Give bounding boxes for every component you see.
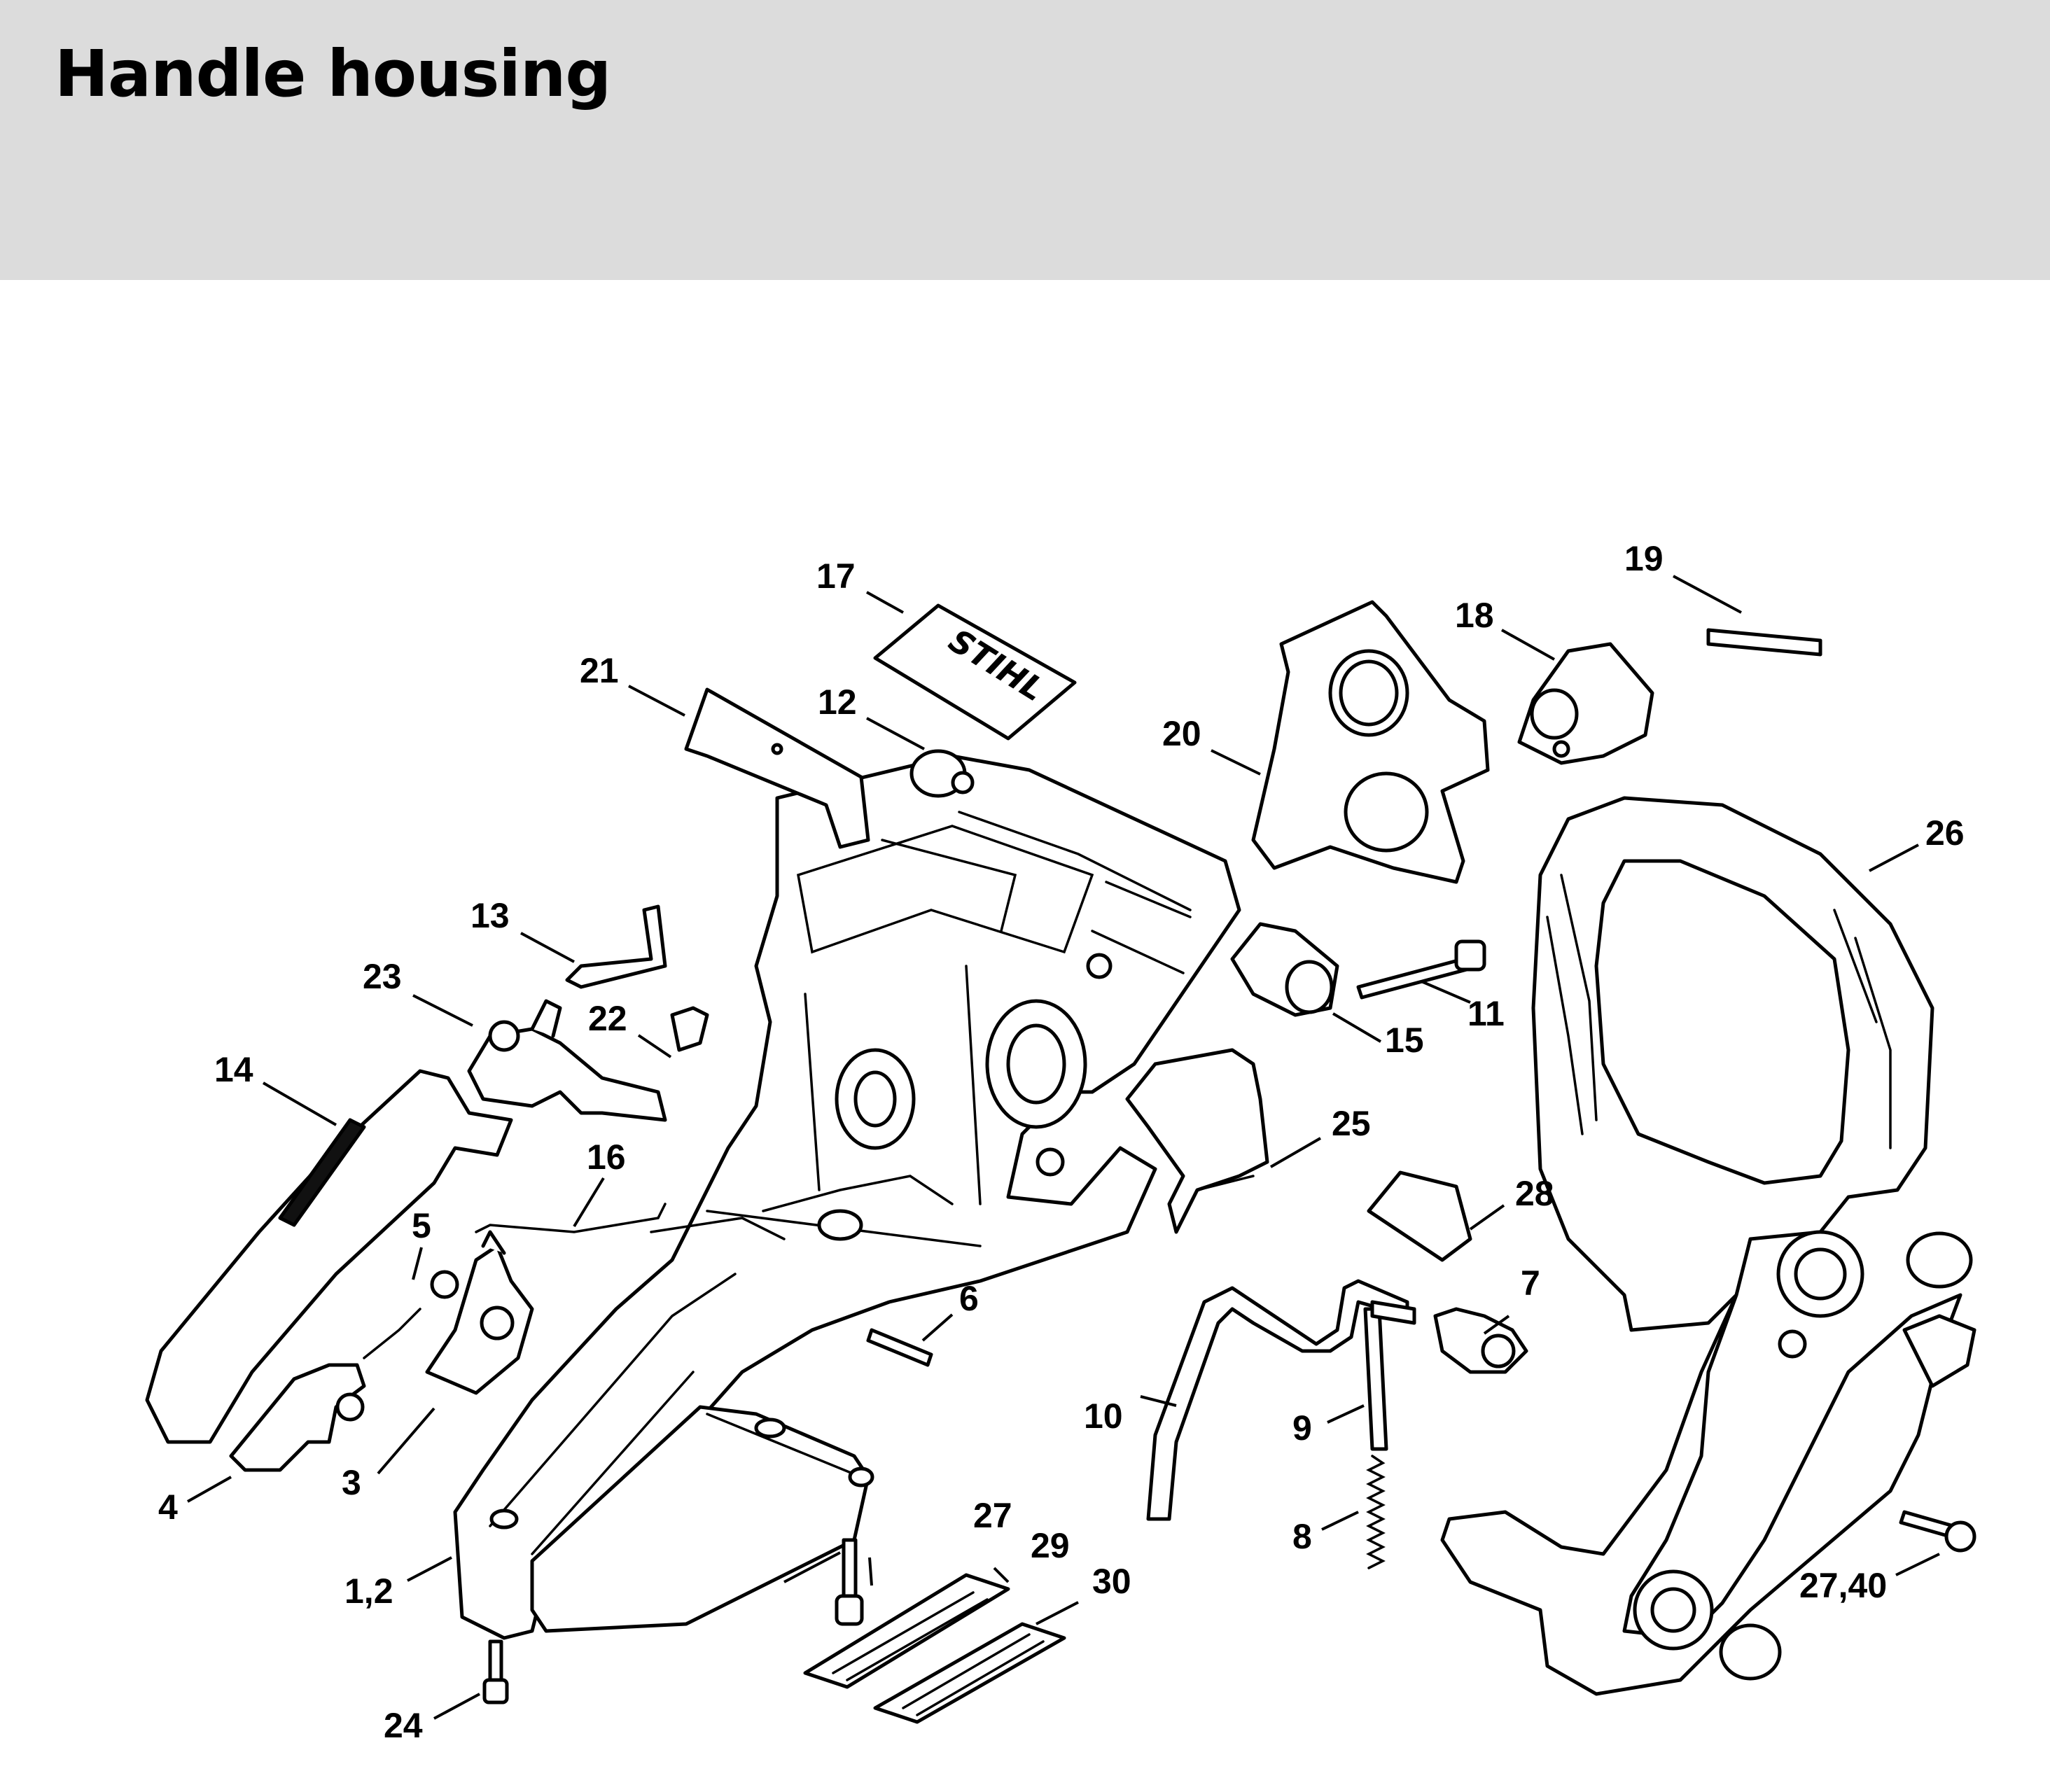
callout-22: 22 (588, 999, 627, 1038)
torsion-spring-part (363, 1270, 459, 1359)
callout-10: 10 (1084, 1396, 1123, 1436)
spring-8-part (1366, 1455, 1386, 1569)
callout-16: 16 (587, 1138, 626, 1177)
callout-23: 23 (363, 957, 402, 996)
tank-cover-part (530, 1405, 874, 1633)
buffer-caps-part (1719, 1231, 1976, 1681)
header-bar: Handle housing (0, 0, 2050, 280)
callout-4: 4 (158, 1488, 178, 1527)
handle-housing-part (453, 754, 1241, 1640)
handle-cover-part (145, 1069, 513, 1444)
screw-24-part (482, 1639, 509, 1704)
screw-27-part (835, 1538, 864, 1626)
interlock-lever-part (425, 1230, 534, 1395)
page-title: Handle housing (55, 36, 611, 111)
callout-5: 5 (412, 1206, 431, 1245)
primer-bulb-part (1433, 1307, 1528, 1374)
callout-27-40: 27,40 (1799, 1566, 1887, 1605)
pin-6-part (866, 1328, 933, 1367)
callout-18: 18 (1455, 596, 1494, 635)
callout-labels: 17 19 18 21 12 20 26 13 23 22 11 15 14 2… (158, 539, 1965, 1745)
callout-6: 6 (959, 1279, 979, 1318)
grommet-part (909, 749, 975, 798)
av-buffer-15-part (1230, 922, 1339, 1017)
callout-11: 11 (1467, 994, 1505, 1033)
screw-2740-part (1899, 1510, 1976, 1553)
master-control-part (467, 999, 667, 1122)
callout-24: 24 (384, 1706, 423, 1745)
throttle-rod-part (565, 904, 667, 989)
front-handle-part (1440, 796, 1962, 1696)
trigger-part (229, 1363, 366, 1472)
callout-19: 19 (1624, 539, 1664, 578)
stihl-decal-part: STIHL (873, 603, 1077, 741)
pickup-tube-part (1363, 1300, 1416, 1451)
callout-7: 7 (1521, 1264, 1540, 1303)
callout-3: 3 (342, 1463, 361, 1502)
wire-link-part (475, 1203, 667, 1233)
shroud-part (1251, 600, 1490, 884)
leader-lines (187, 575, 1940, 1720)
screw-11-part (1356, 939, 1486, 1000)
callout-21: 21 (580, 651, 619, 690)
callout-13: 13 (470, 896, 510, 935)
callout-26: 26 (1925, 813, 1965, 853)
callout-30: 30 (1092, 1562, 1131, 1601)
callout-20: 20 (1162, 714, 1201, 753)
callout-25: 25 (1332, 1104, 1371, 1143)
callout-28: 28 (1515, 1174, 1554, 1213)
callout-15: 15 (1385, 1021, 1424, 1060)
callout-17: 17 (816, 556, 856, 596)
clip-part (670, 1006, 709, 1052)
callout-12: 12 (818, 682, 857, 722)
bolt-19-part (1706, 628, 1822, 657)
callout-14: 14 (214, 1050, 253, 1089)
cap-28-part (1367, 1170, 1472, 1262)
av-buffer-18-part (1517, 642, 1654, 765)
callout-9: 9 (1292, 1408, 1312, 1448)
callout-8: 8 (1292, 1517, 1312, 1556)
plates-part (803, 1573, 1066, 1724)
cover-strip-part (684, 687, 870, 849)
callout-29: 29 (1031, 1526, 1070, 1565)
callout-1-2: 1,2 (344, 1572, 393, 1611)
shield-25-part (1125, 1048, 1269, 1234)
callout-27: 27 (973, 1496, 1012, 1535)
